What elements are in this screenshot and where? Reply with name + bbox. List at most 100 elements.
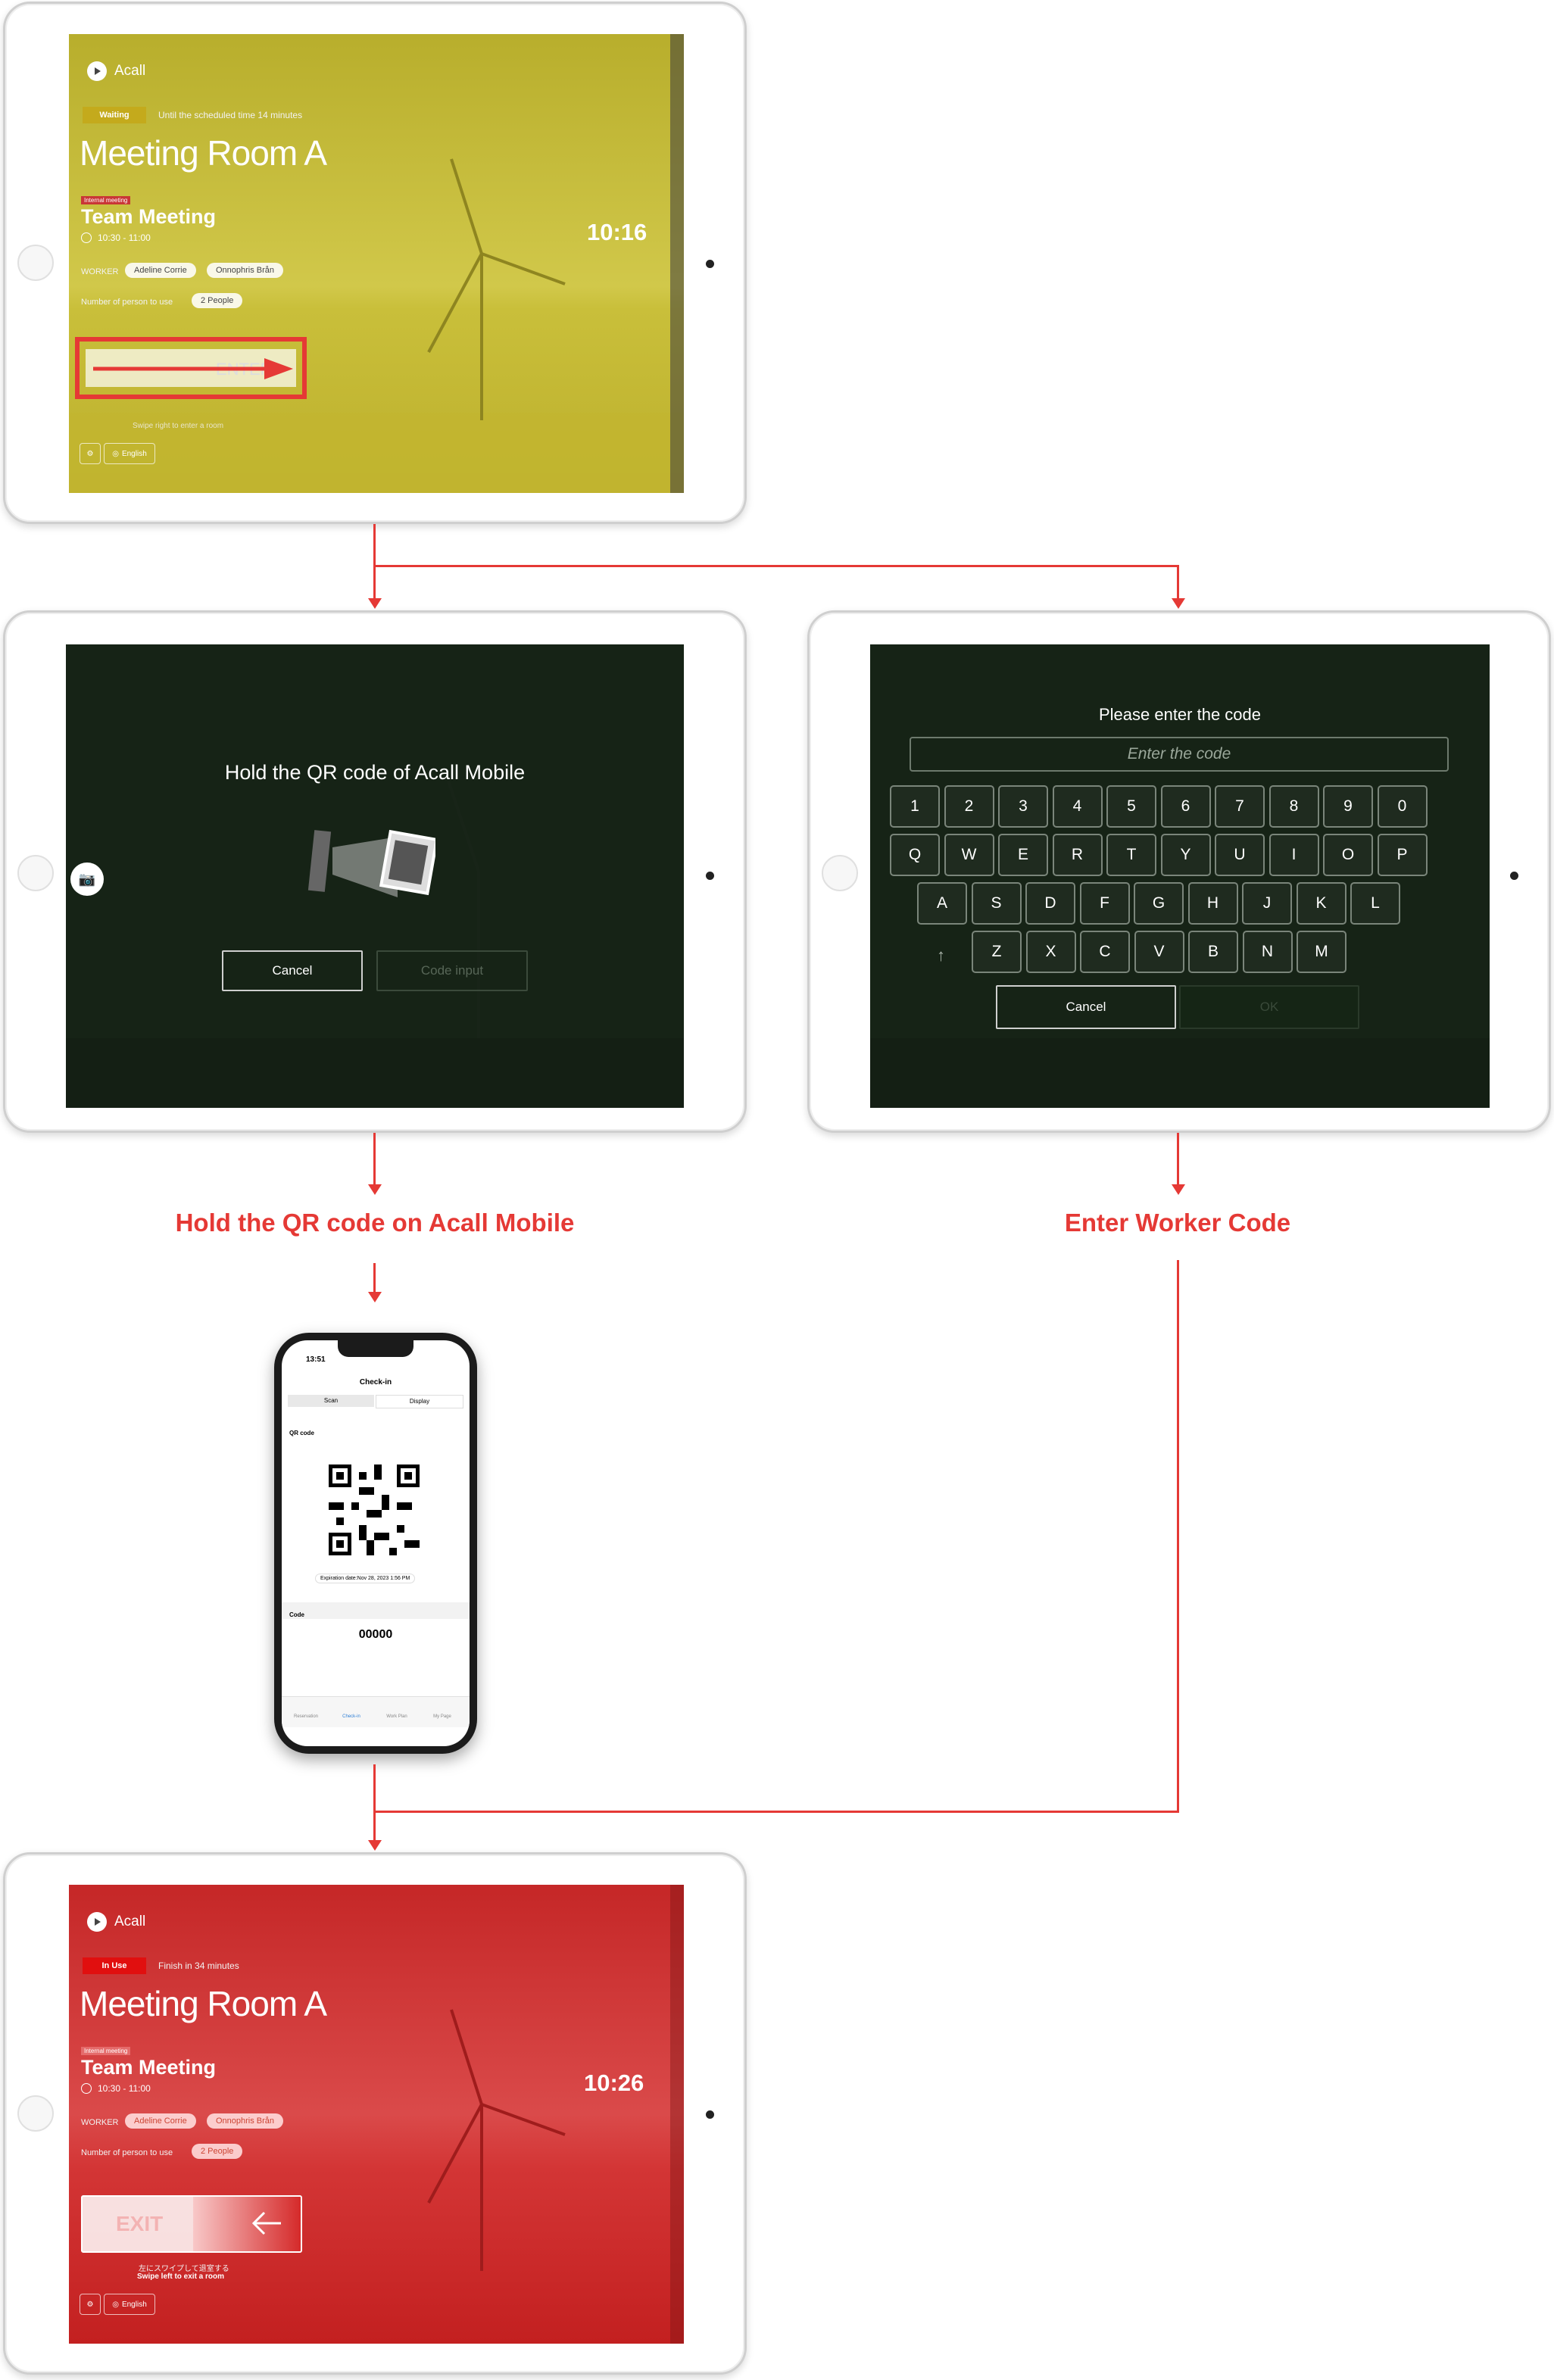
swipe-hint-jp: 左にスワイプして退室する — [139, 2265, 229, 2273]
cancel-button[interactable]: Cancel — [222, 950, 363, 991]
camera-dot — [1510, 872, 1518, 880]
status-note: Until the scheduled time 14 minutes — [158, 110, 303, 120]
shift-key[interactable]: ↑ — [937, 946, 945, 965]
screen-waiting: Acall Waiting Until the scheduled time 1… — [69, 34, 684, 493]
nav-my-page[interactable]: My Page — [433, 1714, 451, 1719]
camera-dot — [706, 872, 714, 880]
key-r[interactable]: R — [1052, 834, 1103, 876]
status-badge: Waiting — [83, 107, 146, 123]
key-t[interactable]: T — [1106, 834, 1156, 876]
home-button[interactable] — [822, 855, 858, 891]
key-4[interactable]: 4 — [1052, 785, 1103, 828]
enter-slider[interactable]: ENTER — [75, 337, 307, 399]
flow-line — [373, 1133, 376, 1187]
side-panel[interactable] — [670, 34, 684, 493]
key-m[interactable]: M — [1297, 931, 1346, 973]
key-z[interactable]: Z — [972, 931, 1022, 973]
swipe-right-arrow-icon — [93, 358, 293, 379]
time-range: 10:30 - 11:00 — [98, 232, 151, 243]
code-label: Code — [289, 1611, 304, 1618]
language-button[interactable]: ◎ English — [104, 2294, 155, 2315]
key-i[interactable]: I — [1268, 834, 1319, 876]
key-l[interactable]: L — [1350, 882, 1400, 925]
key-7[interactable]: 7 — [1215, 785, 1265, 828]
key-x[interactable]: X — [1025, 931, 1076, 973]
flow-arrowhead — [1172, 1184, 1185, 1195]
phone-screen: 13:51 Check-in Scan Display QR code Expi… — [282, 1340, 470, 1746]
key-8[interactable]: 8 — [1268, 785, 1319, 828]
key-j[interactable]: J — [1242, 882, 1292, 925]
meeting-tag: Internal meeting — [81, 2047, 131, 2055]
camera-icon: 📷 — [78, 871, 96, 887]
room-name: Meeting Room A — [80, 133, 327, 173]
code-input-field[interactable]: Enter the code — [910, 737, 1449, 772]
flow-arrowhead — [1172, 598, 1185, 609]
key-o[interactable]: O — [1323, 834, 1373, 876]
key-d[interactable]: D — [1025, 882, 1075, 925]
key-f[interactable]: F — [1079, 882, 1130, 925]
key-3[interactable]: 3 — [998, 785, 1048, 828]
key-s[interactable]: S — [971, 882, 1022, 925]
app-name: Acall — [114, 1914, 146, 1929]
key-1[interactable]: 1 — [890, 785, 940, 828]
exit-handle[interactable] — [193, 2197, 301, 2251]
key-w[interactable]: W — [944, 834, 994, 876]
app-logo: Acall — [87, 1912, 145, 1932]
key-5[interactable]: 5 — [1106, 785, 1156, 828]
key-b[interactable]: B — [1188, 931, 1238, 973]
language-button[interactable]: ◎ English — [104, 443, 155, 464]
meeting-title: Team Meeting — [81, 2056, 217, 2079]
screen-in-use: Acall In Use Finish in 34 minutes Meetin… — [69, 1885, 684, 2344]
key-6[interactable]: 6 — [1160, 785, 1211, 828]
flow-line — [373, 1811, 1179, 1813]
flow-line — [373, 524, 376, 600]
tab-scan[interactable]: Scan — [288, 1395, 374, 1407]
key-a[interactable]: A — [917, 882, 967, 925]
nav-reservation[interactable]: Reservation — [293, 1714, 318, 1719]
key-h[interactable]: H — [1187, 882, 1238, 925]
home-button[interactable] — [17, 855, 54, 891]
swipe-hint: Swipe right to enter a room — [133, 422, 224, 430]
flow-label-code: Enter Worker Code — [1064, 1209, 1291, 1237]
key-v[interactable]: V — [1134, 931, 1184, 973]
key-q[interactable]: Q — [890, 834, 940, 876]
camera-toggle-button[interactable]: 📷 — [70, 862, 104, 896]
code-input-button[interactable]: Code input — [376, 950, 528, 991]
key-2[interactable]: 2 — [944, 785, 994, 828]
qr-code-icon — [329, 1464, 420, 1555]
clock-icon — [81, 2083, 92, 2094]
status-badge: In Use — [83, 1957, 146, 1974]
gear-icon: ⚙ — [86, 2300, 94, 2309]
status-note: Finish in 34 minutes — [158, 1960, 239, 1971]
key-9[interactable]: 9 — [1323, 785, 1373, 828]
settings-button[interactable]: ⚙ — [80, 2294, 101, 2315]
key-c[interactable]: C — [1080, 931, 1130, 973]
key-0[interactable]: 0 — [1377, 785, 1428, 828]
ok-button[interactable]: OK — [1179, 985, 1359, 1029]
key-g[interactable]: G — [1134, 882, 1184, 925]
key-n[interactable]: N — [1242, 931, 1293, 973]
key-u[interactable]: U — [1215, 834, 1265, 876]
home-button[interactable] — [17, 245, 54, 281]
tablet-qr: Hold the QR code of Acall Mobile Cancel … — [3, 610, 747, 1133]
tab-display[interactable]: Display — [376, 1395, 463, 1408]
settings-button[interactable]: ⚙ — [80, 443, 101, 464]
screen-qr: Hold the QR code of Acall Mobile Cancel … — [66, 644, 684, 1108]
key-y[interactable]: Y — [1160, 834, 1211, 876]
worker-chip: Onnophris Brån — [207, 263, 284, 278]
cancel-button[interactable]: Cancel — [996, 985, 1176, 1029]
flow-line — [1177, 1260, 1179, 1813]
language-label: English — [121, 2300, 147, 2309]
exit-slider[interactable]: EXIT — [81, 2195, 302, 2253]
side-panel[interactable] — [670, 1885, 684, 2344]
nav-work-plan[interactable]: Work Plan — [386, 1714, 407, 1719]
nav-check-in[interactable]: Check-in — [342, 1714, 360, 1719]
key-k[interactable]: K — [1296, 882, 1346, 925]
key-e[interactable]: E — [998, 834, 1048, 876]
key-p[interactable]: P — [1377, 834, 1428, 876]
flow-line — [373, 565, 1179, 567]
room-name: Meeting Room A — [80, 1984, 327, 2023]
home-button[interactable] — [17, 2095, 54, 2132]
